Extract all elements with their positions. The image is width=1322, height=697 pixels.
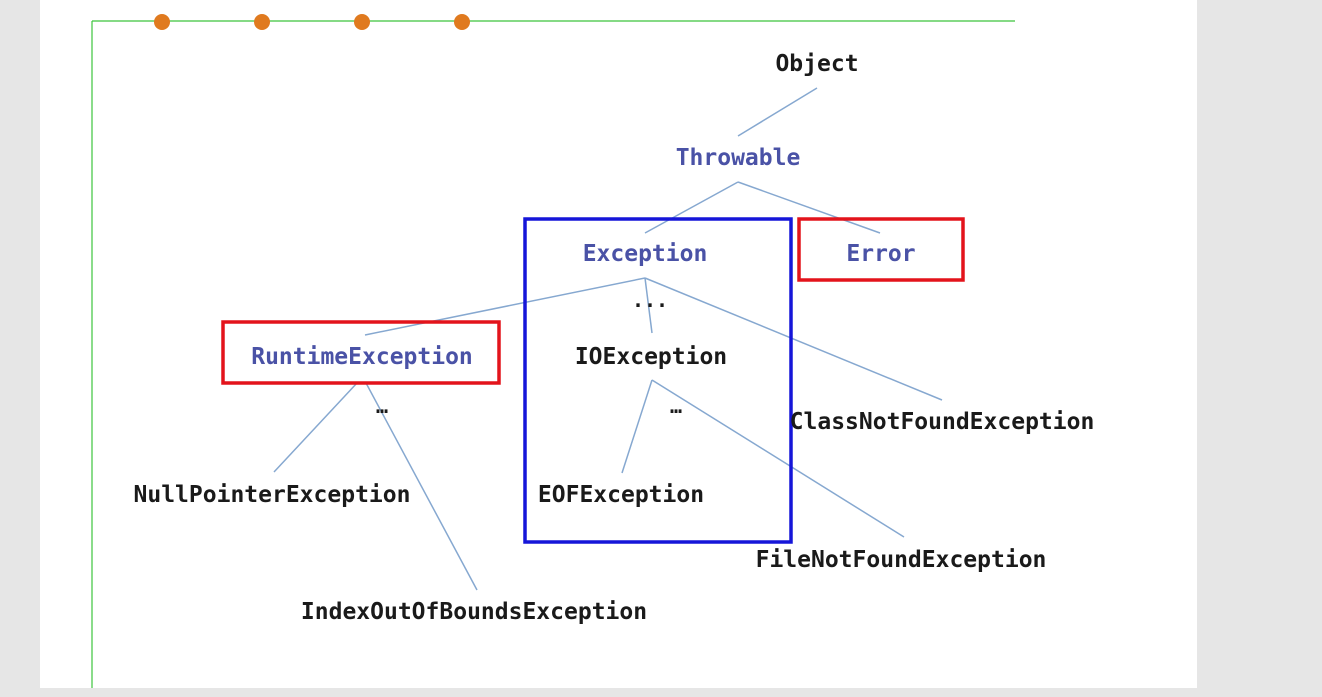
ellipsis-runtime-children: …	[376, 394, 388, 418]
connector-exception-runtime	[364, 277, 646, 336]
node-exception: Exception	[583, 241, 708, 267]
connector-exception-io	[644, 277, 653, 334]
node-throwable: Throwable	[676, 145, 801, 171]
node-class-not-found-exception: ClassNotFoundException	[790, 409, 1095, 435]
decor-dot	[254, 14, 270, 30]
connector-object-throwable	[737, 87, 818, 137]
node-index-out-of-bounds-exception: IndexOutOfBoundsException	[301, 599, 647, 625]
connector-throwable-error	[737, 181, 881, 234]
node-error: Error	[846, 241, 915, 267]
decor-dot	[454, 14, 470, 30]
connector-io-filenotfound	[651, 379, 905, 538]
decor-dot	[154, 14, 170, 30]
node-file-not-found-exception: FileNotFoundException	[756, 547, 1047, 573]
connector-exception-classnotfound	[644, 277, 943, 401]
connector-throwable-exception	[644, 181, 739, 234]
node-eof-exception: EOFException	[538, 482, 704, 508]
node-io-exception: IOException	[575, 344, 727, 370]
node-runtime-exception: RuntimeException	[251, 344, 473, 370]
node-null-pointer-exception: NullPointerException	[134, 482, 411, 508]
connector-runtime-nullpointer	[273, 382, 358, 473]
connector-runtime-indexoutofbounds	[365, 382, 478, 591]
slide-canvas	[40, 0, 1197, 688]
highlight-box-runtime	[221, 320, 501, 385]
node-object: Object	[775, 51, 858, 77]
connector-io-eof	[621, 379, 653, 474]
highlight-box-exception	[523, 217, 793, 544]
highlight-box-error	[797, 217, 965, 282]
ellipsis-io-children: …	[670, 394, 682, 418]
ellipsis-exception-children: ...	[632, 288, 668, 312]
decor-dot	[354, 14, 370, 30]
